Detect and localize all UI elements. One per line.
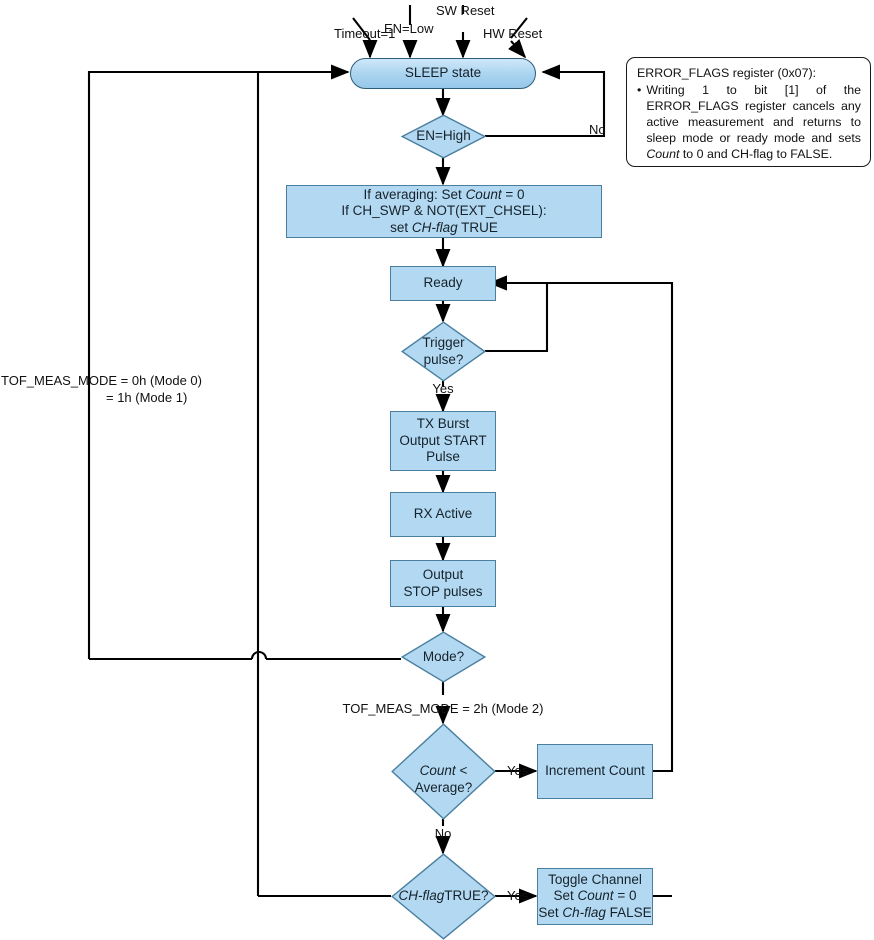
node-increment-count-label: Increment Count [545, 763, 645, 779]
note-title: ERROR_FLAGS register (0x07): [637, 66, 817, 80]
toggle-line-1: Toggle Channel [548, 871, 642, 887]
node-chflag-true[interactable]: CH-flag TRUE? [391, 853, 496, 940]
node-sleep-state-label: SLEEP state [404, 65, 482, 81]
node-mode-label: Mode? [422, 648, 465, 664]
count-lt-sign: < [455, 763, 468, 779]
node-mode[interactable]: Mode? [400, 631, 487, 683]
edge-label-en-low: EN=Low [384, 21, 434, 36]
toggle-line-3: Set Ch-flag FALSE [538, 905, 651, 922]
chflag-italic: CH-flag [398, 888, 445, 904]
averaging-chflag-italic: CH-flag [411, 219, 458, 235]
node-trigger-pulse[interactable]: Trigger pulse? [400, 321, 487, 382]
node-count-less-average-label: Count < Average? [391, 723, 496, 820]
chflag-true-text: TRUE? [444, 888, 489, 904]
note-bullet-count-italic: Count [646, 147, 680, 161]
averaging-text-a: If averaging: Set [363, 186, 466, 202]
node-output-stop-pulses-label: Output STOP pulses [403, 567, 483, 599]
edge-label-en-high-no: No [589, 122, 606, 137]
node-averaging-line-2: If CH_SWP & NOT(EXT_CHSEL): [341, 203, 547, 219]
edge-label-timeout: Timeout=1 [334, 26, 396, 41]
note-error-flags: ERROR_FLAGS register (0x07): • Writing 1… [626, 57, 871, 167]
count-italic: Count [419, 763, 456, 779]
node-averaging-line-3: set CH-flag TRUE [390, 220, 498, 237]
node-sleep-state[interactable]: SLEEP state [350, 58, 536, 89]
node-en-high-label: EN=High [416, 128, 471, 144]
averaging-text-b: = 0 [501, 186, 525, 202]
node-tx-burst-label: TX Burst Output START Pulse [399, 416, 487, 465]
node-tx-burst[interactable]: TX Burst Output START Pulse [390, 411, 496, 471]
toggle-set-a: Set [553, 888, 578, 904]
toggle-count-italic: Count [577, 888, 614, 904]
toggle-set-b: = 0 [613, 888, 637, 904]
node-rx-active-label: RX Active [413, 506, 473, 522]
node-averaging-setup[interactable]: If averaging: Set Count = 0 If CH_SWP & … [286, 185, 602, 238]
node-averaging-line-1: If averaging: Set Count = 0 [364, 187, 525, 204]
node-count-less-average[interactable]: Count < Average? [391, 723, 496, 820]
node-toggle-channel[interactable]: Toggle Channel Set Count = 0 Set Ch-flag… [537, 868, 653, 925]
count-average-line-2: Average? [414, 779, 473, 795]
edge-label-mode-0-1-line1: TOF_MEAS_MODE = 0h (Mode 0) [1, 373, 202, 388]
toggle-chflag-italic: Ch-flag [562, 904, 606, 920]
node-output-stop-pulses[interactable]: Output STOP pulses [390, 560, 496, 607]
count-average-line-1: Count < [420, 747, 468, 780]
toggle-line-2: Set Count = 0 [554, 888, 637, 905]
node-rx-active[interactable]: RX Active [390, 492, 496, 537]
toggle-set-c: Set [538, 904, 563, 920]
node-ready-label: Ready [423, 275, 463, 291]
node-en-high[interactable]: EN=High [400, 114, 487, 159]
node-chflag-true-label: CH-flag TRUE? [391, 853, 496, 940]
averaging-text-c: set [390, 219, 412, 235]
toggle-set-d: FALSE [605, 904, 652, 920]
edge-label-count-yes: Yes [507, 763, 529, 778]
edge-label-count-no: No [434, 826, 452, 841]
note-bullet-text: Writing 1 to bit [1] of the ERROR_FLAGS … [646, 82, 861, 162]
edge-label-chflag-yes: Yes [507, 888, 529, 903]
averaging-text-d: TRUE [457, 219, 498, 235]
node-ready[interactable]: Ready [390, 266, 496, 301]
node-trigger-pulse-label: Trigger pulse? [422, 335, 465, 367]
note-bullet-part-1: Writing 1 to bit [1] of the ERROR_FLAGS … [646, 83, 861, 145]
edge-label-sw-reset: SW Reset [436, 3, 495, 18]
note-bullet-part-2: to 0 and CH-flag to FALSE. [679, 147, 833, 161]
note-bullet-item: • Writing 1 to bit [1] of the ERROR_FLAG… [637, 82, 861, 162]
edge-label-mode-0-1-line2: = 1h (Mode 1) [106, 390, 188, 405]
bullet-dot-icon: • [637, 83, 642, 97]
averaging-count-italic: Count [465, 186, 502, 202]
edge-label-trigger-yes: Yes [432, 381, 454, 396]
edge-label-hw-reset: HW Reset [483, 26, 543, 41]
node-increment-count[interactable]: Increment Count [537, 744, 653, 799]
edge-label-mode-2: TOF_MEAS_MODE = 2h (Mode 2) [342, 701, 544, 716]
